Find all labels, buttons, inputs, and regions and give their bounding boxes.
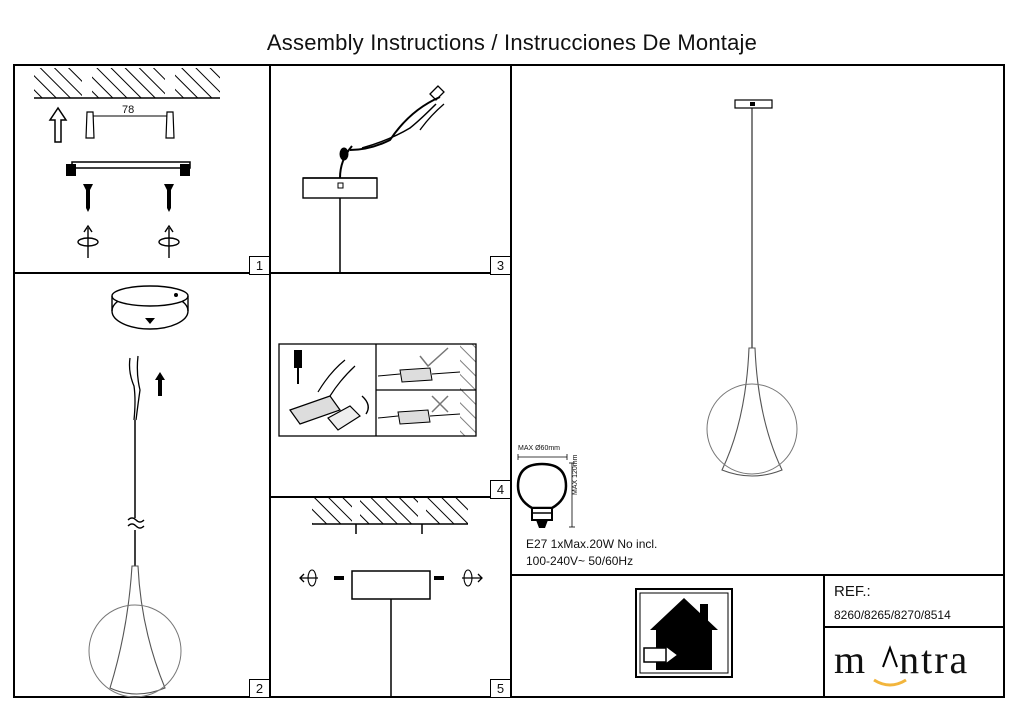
step-4-number: 4	[490, 480, 511, 499]
step-5-number: 5	[490, 679, 511, 698]
step2-illustration	[88, 285, 189, 698]
step-1-number: 1	[249, 256, 270, 275]
bulb-spec-line2: 100-240V~ 50/60Hz	[526, 554, 634, 568]
bulb-spec-line1: E27 1xMax.20W No incl.	[526, 537, 658, 551]
step-2-number: 2	[249, 679, 270, 698]
bulb-illustration	[516, 454, 575, 528]
brand-smile	[873, 678, 907, 687]
step4-illustration	[278, 343, 477, 437]
outer-frame	[13, 64, 1005, 698]
bulb-max-height: MAX 120mm	[572, 454, 579, 495]
ref-label: REF.:	[834, 583, 871, 600]
brand-caret	[882, 645, 898, 668]
document-title: Assembly Instructions / Instrucciones De…	[266, 30, 758, 55]
step-3-number: 3	[490, 256, 511, 275]
dimension-label: 78	[122, 104, 135, 116]
ref-codes: 8260/8265/8270/8514	[834, 608, 951, 622]
step3-illustration	[302, 85, 445, 273]
indoor-use-house-icon	[635, 588, 733, 678]
step5-illustration	[299, 498, 483, 697]
step1-illustration	[34, 68, 220, 258]
bulb-max-diameter: MAX Ø60mm	[518, 445, 561, 452]
finished-lamp-illustration	[706, 99, 798, 477]
